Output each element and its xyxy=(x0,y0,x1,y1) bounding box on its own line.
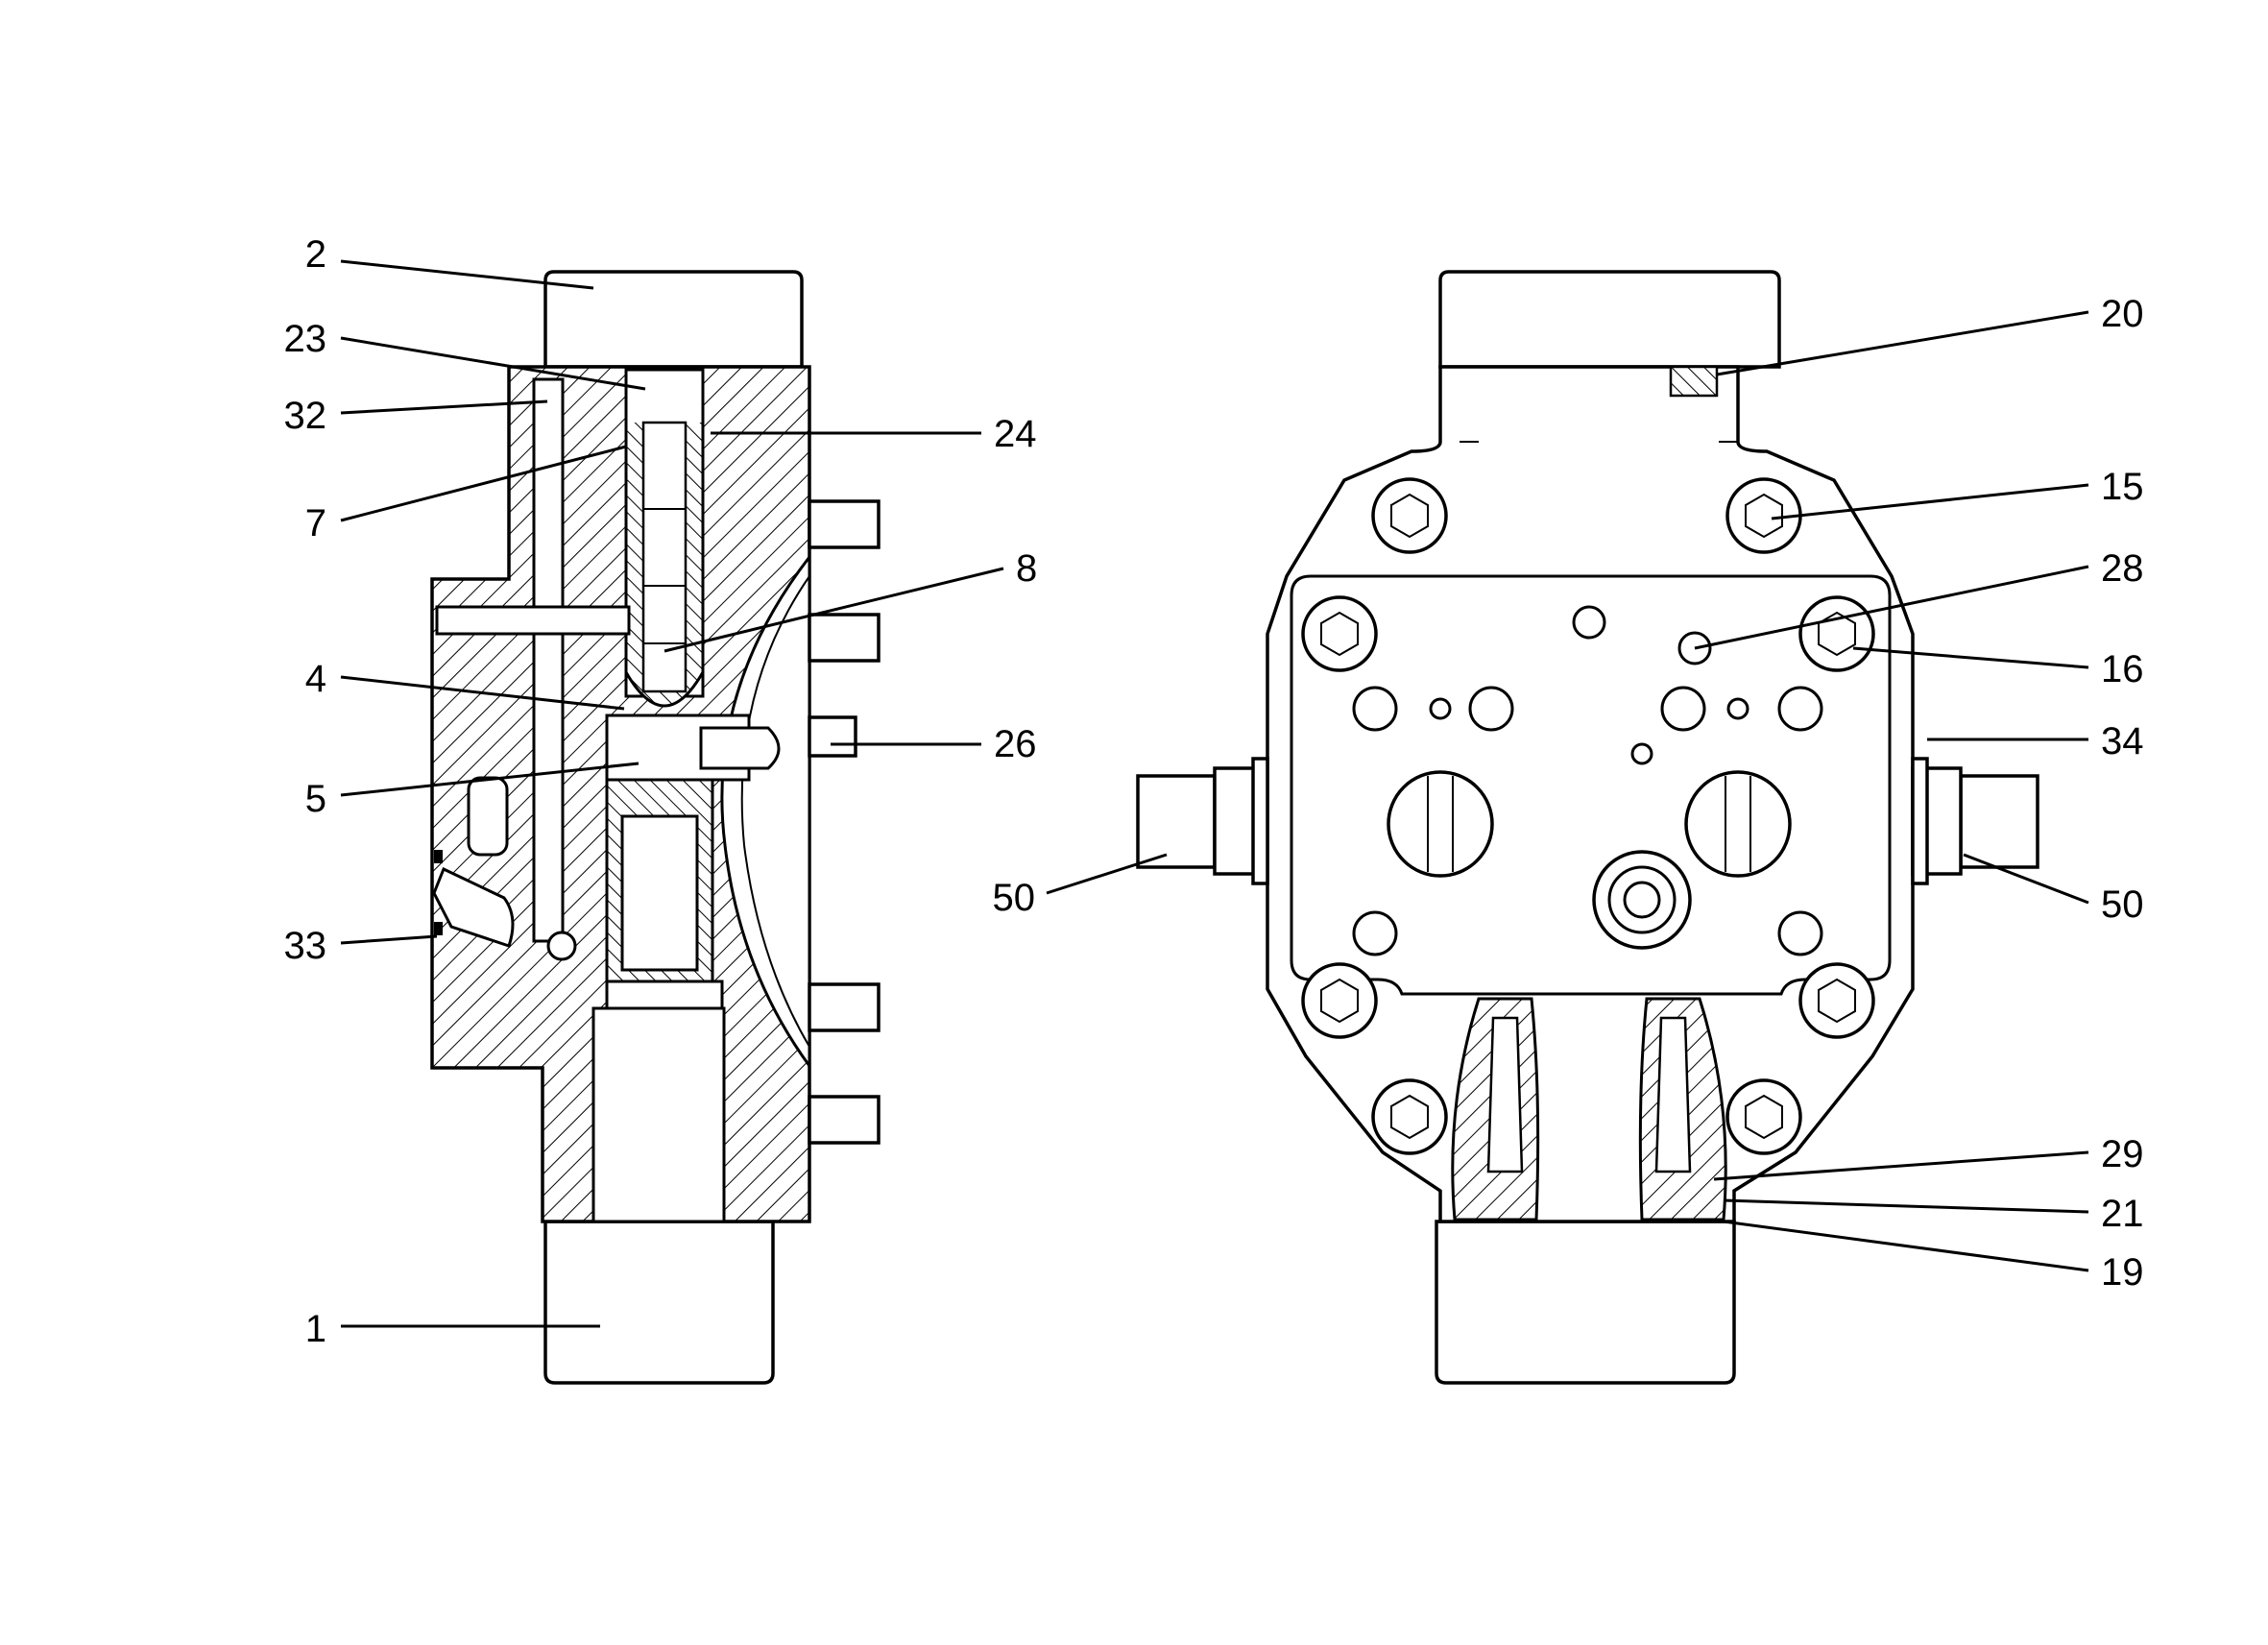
right-recess xyxy=(720,552,811,1071)
callout-1: 1 xyxy=(305,1308,326,1350)
callout-4: 4 xyxy=(305,658,326,700)
callout-labels: 2 23 32 24 7 8 4 26 5 33 1 20 15 28 16 3… xyxy=(284,233,2144,1350)
callout-5: 5 xyxy=(305,778,326,820)
vertical-drilling xyxy=(532,377,565,943)
callout-33: 33 xyxy=(284,925,327,967)
callout-50-right: 50 xyxy=(2101,883,2144,926)
plug-20 xyxy=(1669,365,1719,398)
bottom-cap xyxy=(543,1220,775,1385)
callout-28: 28 xyxy=(2101,547,2144,590)
callout-2: 2 xyxy=(305,233,326,276)
callout-7: 7 xyxy=(305,502,326,544)
callout-34: 34 xyxy=(2101,720,2144,762)
studs xyxy=(808,499,881,1145)
callout-21: 21 xyxy=(2101,1193,2144,1235)
slotted-plugs xyxy=(1387,770,1792,878)
callout-29: 29 xyxy=(2101,1133,2144,1175)
callout-26: 26 xyxy=(994,723,1037,765)
plug-33 xyxy=(432,866,515,948)
section-view xyxy=(430,270,881,1385)
callout-23: 23 xyxy=(284,318,327,360)
callout-50-left: 50 xyxy=(993,877,1036,919)
ports xyxy=(1352,605,1823,956)
callout-32: 32 xyxy=(284,395,327,437)
callout-15: 15 xyxy=(2101,466,2144,508)
callout-19: 19 xyxy=(2101,1251,2144,1294)
leader-lines xyxy=(340,259,2089,1328)
top-cap xyxy=(543,270,804,369)
side-fittings xyxy=(1136,757,2039,885)
callout-24: 24 xyxy=(994,413,1037,455)
callout-8: 8 xyxy=(1016,547,1037,590)
hex-bolts xyxy=(1301,477,1875,1155)
callout-20: 20 xyxy=(2101,293,2144,335)
plunger-26 xyxy=(699,726,781,770)
bottom-cap-right xyxy=(1435,1220,1736,1385)
callout-16: 16 xyxy=(2101,648,2144,690)
top-cap-right xyxy=(1438,270,1781,369)
exterior-view xyxy=(1136,270,2039,1385)
lower-bore xyxy=(591,1006,726,1223)
